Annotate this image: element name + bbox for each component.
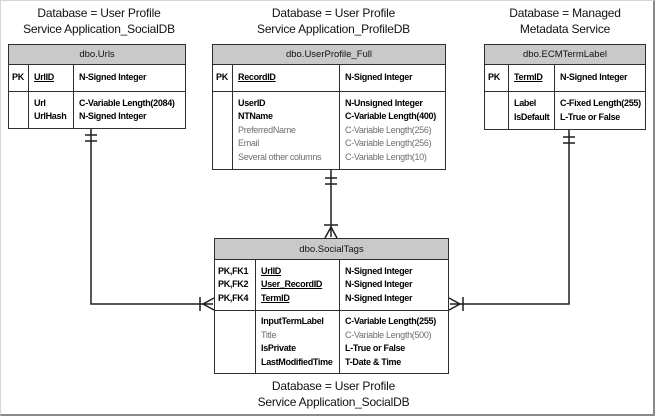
column-type: N-Signed Integer — [345, 292, 413, 303]
column-name: NTName — [238, 111, 273, 122]
column-name: TermID — [514, 72, 543, 83]
db-label-line: Metadata Service — [519, 22, 611, 36]
column-name: Label — [514, 98, 537, 108]
connector-userprofile-socialtags — [324, 169, 338, 239]
columns-section: InputTermLabel Title IsPrivate LastModif… — [215, 310, 448, 373]
pk-section: PK UrlID N-Signed Integer — [9, 65, 185, 91]
column-type: N-Signed Integer — [79, 72, 147, 83]
key-flag: PK — [12, 72, 24, 83]
connector-ecmtermlabel-socialtags — [448, 129, 575, 311]
columns-section: Url UrlHash C-Variable Length(2084) N-Si… — [9, 91, 185, 128]
column-name: Several other columns — [238, 151, 322, 162]
db-label-social-top: Database = User Profile Service Applicat… — [3, 5, 195, 37]
one-and-only-one-marker — [563, 136, 575, 144]
table-title: dbo.SocialTags — [215, 239, 448, 260]
column-type: C-Variable Length(500) — [345, 329, 432, 340]
table-dbo-ecmtermlabel: dbo.ECMTermLabel PK TermID N-Signed Inte… — [484, 44, 646, 130]
column-type: N-Signed Integer — [79, 111, 147, 121]
pk-section: PK TermID N-Signed Integer — [485, 65, 645, 91]
table-dbo-urls: dbo.Urls PK UrlID N-Signed Integer Url U… — [8, 44, 186, 129]
table-title: dbo.UserProfile_Full — [213, 45, 445, 65]
key-flag: PK,FK1 — [218, 265, 249, 276]
column-name: Email — [238, 138, 260, 149]
db-label-line: Database = User Profile — [271, 379, 396, 393]
connector-urls-socialtags — [85, 128, 215, 311]
crow-foot-many-marker — [202, 297, 215, 311]
column-name: Url — [34, 97, 46, 108]
column-type: N-Signed Integer — [560, 72, 628, 83]
column-name: UrlID — [261, 265, 282, 276]
table-dbo-userprofile-full: dbo.UserProfile_Full PK RecordID N-Signe… — [212, 44, 446, 170]
column-name: UrlID — [34, 72, 55, 83]
column-name: Title — [261, 329, 277, 340]
column-type: N-Signed Integer — [345, 265, 413, 276]
table-dbo-socialtags: dbo.SocialTags PK,FK1 PK,FK2 PK,FK4 UrlI… — [214, 238, 449, 374]
db-label-line: Database = User Profile — [37, 6, 161, 20]
column-name: UserID — [238, 97, 266, 108]
db-label-line: Service Application_SocialDB — [257, 395, 410, 409]
db-label-social-bottom: Database = User Profile Service Applicat… — [211, 378, 456, 410]
key-flag: PK,FK2 — [218, 279, 249, 290]
db-label-line: Database = Managed — [509, 6, 621, 20]
db-label-line: Database = User Profile — [271, 6, 396, 20]
db-label-line: Service Application_SocialDB — [23, 22, 175, 36]
table-title: dbo.ECMTermLabel — [485, 45, 645, 65]
pk-section: PK RecordID N-Signed Integer — [213, 65, 445, 91]
column-type: C-Variable Length(256) — [345, 138, 432, 149]
one-and-only-one-marker — [325, 177, 337, 185]
column-type: N-Unsigned Integer — [345, 97, 423, 108]
column-name: LastModifiedTime — [261, 356, 333, 367]
column-type: C-Fixed Length(255) — [560, 98, 641, 108]
column-type: T-Date & Time — [345, 356, 401, 367]
columns-section: Label IsDefault C-Fixed Length(255) L-Tr… — [485, 91, 645, 129]
column-type: N-Signed Integer — [345, 72, 413, 83]
db-label-profile: Database = User Profile Service Applicat… — [226, 5, 441, 37]
key-flag: PK — [216, 72, 228, 83]
column-name: InputTermLabel — [261, 316, 324, 326]
columns-section: UserID NTName PreferredName Email Severa… — [213, 91, 445, 169]
column-type: L-True or False — [560, 111, 621, 122]
key-flag: PK — [488, 72, 500, 83]
column-type: C-Variable Length(10) — [345, 151, 427, 162]
column-type: C-Variable Length(400) — [345, 111, 436, 122]
column-type: C-Variable Length(256) — [345, 124, 432, 135]
column-name: IsPrivate — [261, 343, 296, 353]
db-label-line: Service Application_ProfileDB — [257, 22, 410, 36]
pk-section: PK,FK1 PK,FK2 PK,FK4 UrlID User_RecordID… — [215, 260, 448, 310]
column-name: User_RecordID — [261, 279, 323, 290]
column-type: C-Variable Length(2084) — [79, 97, 175, 108]
column-name: UrlHash — [34, 111, 67, 121]
db-label-managed-metadata: Database = Managed Metadata Service — [469, 5, 653, 37]
column-name: PreferredName — [238, 124, 296, 135]
column-name: TermID — [261, 292, 290, 303]
key-flag: PK,FK4 — [218, 292, 249, 303]
table-title: dbo.Urls — [9, 45, 185, 65]
column-type: N-Signed Integer — [345, 279, 413, 290]
column-name: IsDefault — [514, 111, 550, 122]
crow-foot-many-marker — [324, 226, 338, 239]
column-type: L-True or False — [345, 343, 406, 353]
column-type: C-Variable Length(255) — [345, 316, 436, 326]
crow-foot-many-marker — [448, 297, 461, 311]
one-and-only-one-marker — [85, 134, 97, 142]
column-name: RecordID — [238, 72, 276, 83]
